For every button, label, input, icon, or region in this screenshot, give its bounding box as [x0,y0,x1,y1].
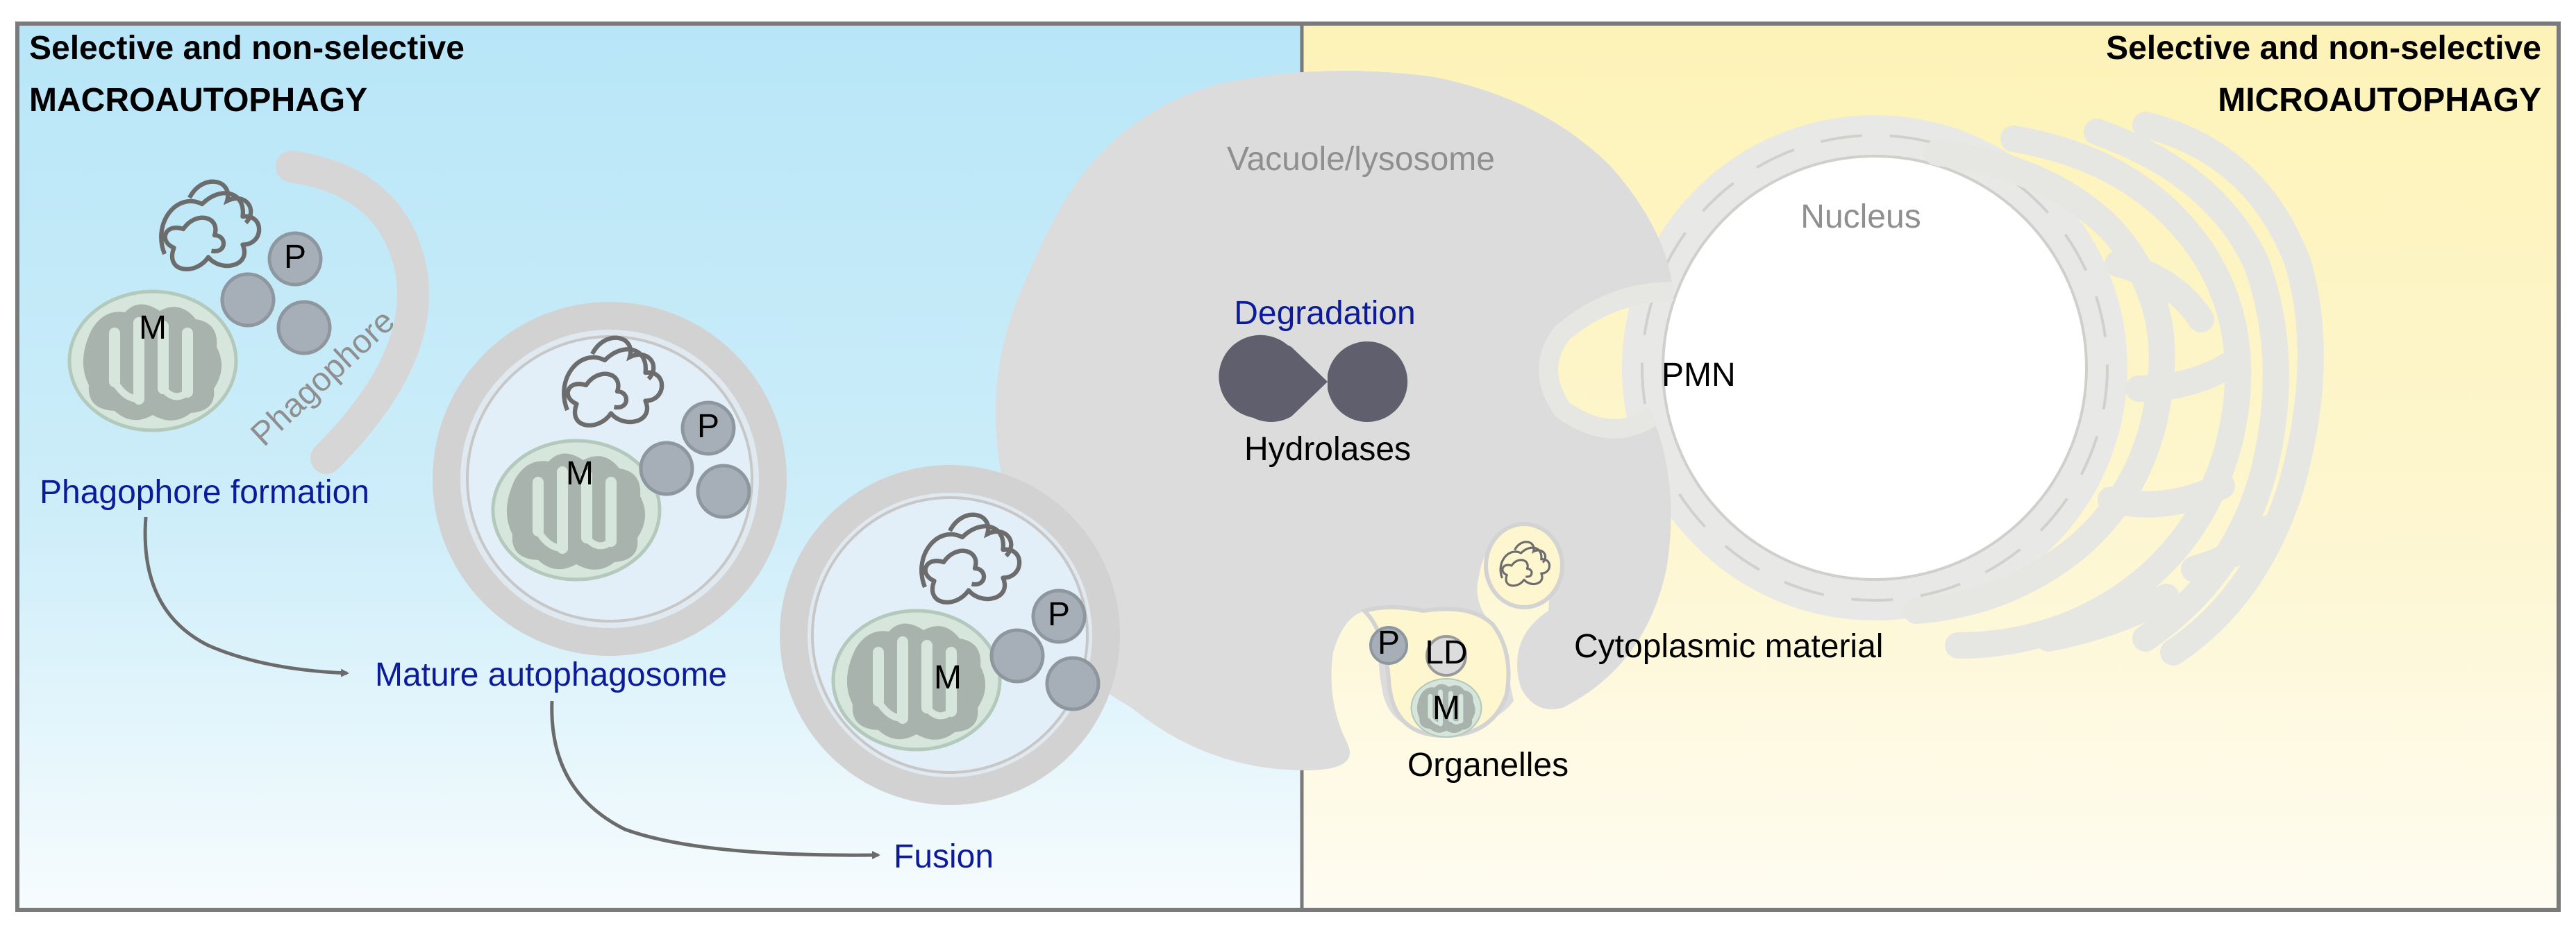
peroxisome-micro [1369,626,1408,665]
peroxisome-label-1: P [284,239,306,276]
endoplasmic-reticulum [1903,112,2324,666]
arrow-mature-to-fusion [550,700,880,860]
peroxisome-label-3: P [1048,596,1070,633]
lipid-droplet-label: LD [1425,634,1467,671]
phagophore-formation-label: Phagophore formation [40,474,369,511]
pmn-label: PMN [1662,357,1736,394]
hydrolases-label: Hydrolases [1244,431,1411,468]
outer-frame [15,22,2561,912]
vesicle-1b [276,300,332,355]
right-heading-line1: Selective and non-selective [2106,30,2541,67]
fusion-label: Fusion [894,838,994,875]
organelles-pocket [1360,605,1511,737]
phagophore [276,151,429,474]
pmn-invagination [1539,282,1674,439]
vacuole-label: Vacuole/lysosome [1227,141,1495,178]
fusing-autophagosome [780,465,1120,805]
left-heading-line2: MACROAUTOPHAGY [29,82,367,119]
left-heading-line1: Selective and non-selective [29,30,465,67]
cytoplasmic-material-label: Cytoplasmic material [1574,628,1883,665]
mito-label-3: M [934,659,962,696]
vesicle-1a [220,272,276,328]
mito-label-2: M [566,455,594,492]
cytoplasmic-material-pocket [1484,522,1564,609]
nuclear-envelope [1622,115,2127,620]
mature-autophagosome [433,302,787,656]
mature-autophagosome-label: Mature autophagosome [375,657,727,693]
lipid-droplet [1425,635,1467,677]
mito-label-1: M [139,310,167,346]
mito-label-micro: M [1432,690,1460,727]
peroxisome-label-2: P [697,408,719,445]
peroxisome-label-micro: P [1378,625,1400,661]
degradation-label: Degradation [1234,295,1416,332]
nucleus-label: Nucleus [1800,198,1921,235]
vacuole-lysosome [996,71,1673,770]
right-heading-line2: MICROAUTOPHAGY [2218,82,2541,119]
peroxisome-1 [267,231,323,287]
arrow-formation-to-mature [143,516,349,677]
organelles-label: Organelles [1407,747,1569,784]
